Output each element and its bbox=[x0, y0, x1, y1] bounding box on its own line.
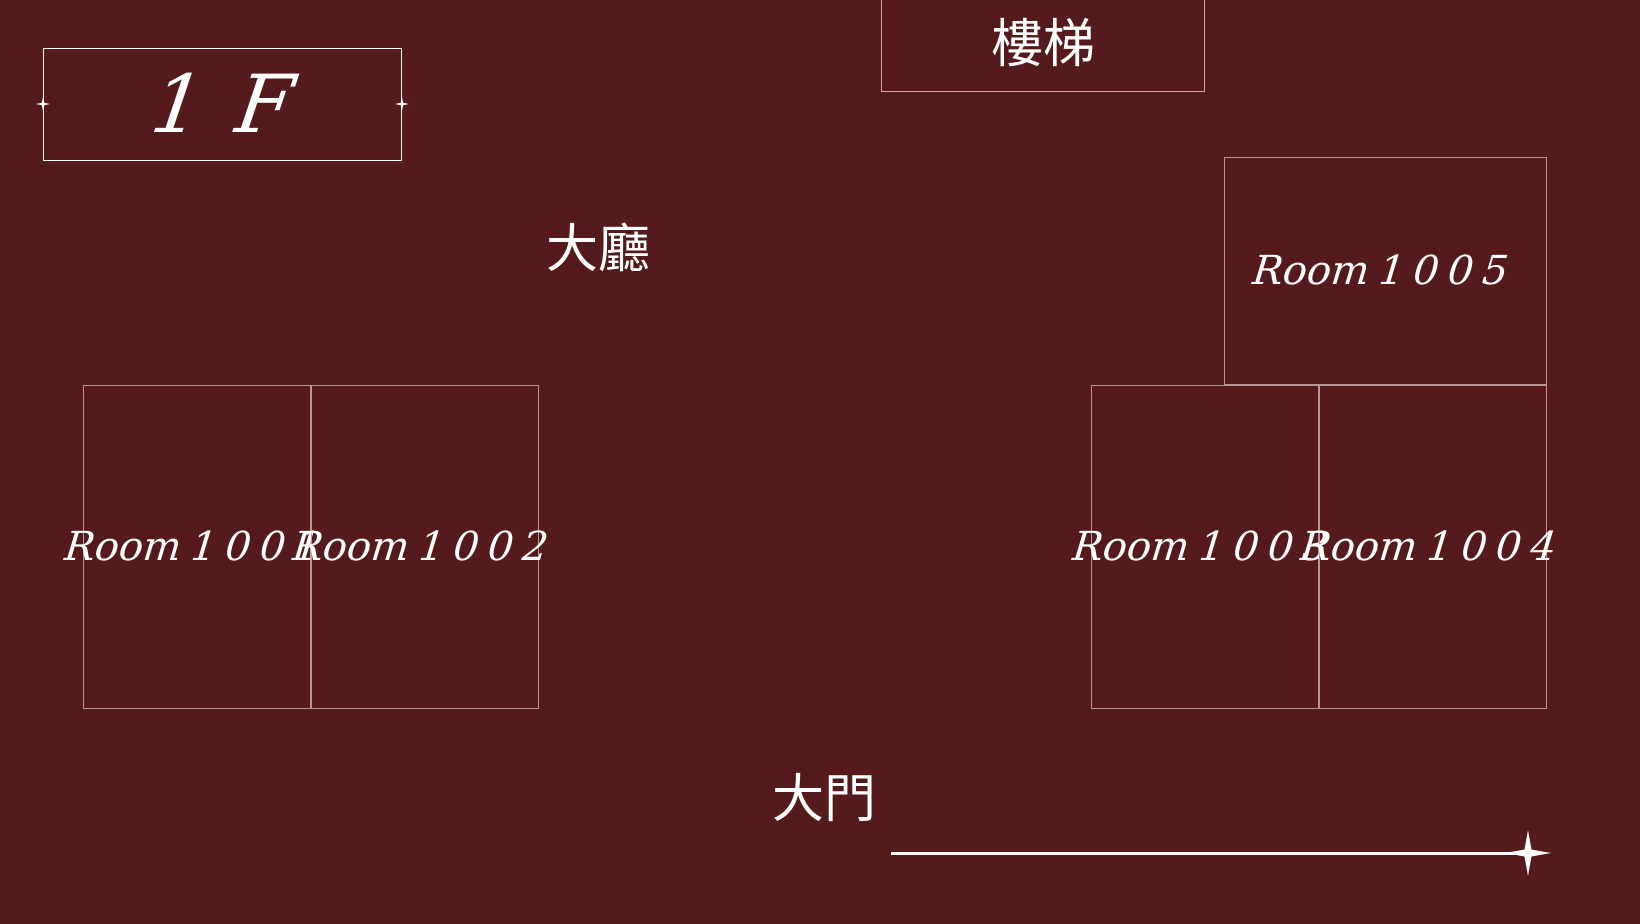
room-number: 1002 bbox=[416, 524, 560, 570]
room-number: 1005 bbox=[1377, 248, 1520, 294]
stairs-area: 樓梯 bbox=[881, 0, 1205, 92]
four-point-star-icon bbox=[1505, 830, 1551, 876]
sparkle-right-icon bbox=[395, 97, 409, 111]
sparkle-left-icon bbox=[36, 97, 50, 111]
room-word: Room bbox=[1298, 524, 1420, 570]
main-door-label: 大門 bbox=[771, 770, 876, 830]
decorative-line bbox=[891, 852, 1531, 855]
room-word: Room bbox=[1070, 524, 1192, 570]
room-word: Room bbox=[290, 524, 412, 570]
stairs-label: 樓梯 bbox=[990, 15, 1095, 75]
lobby-area: 大廳 bbox=[538, 220, 658, 280]
lobby-label: 大廳 bbox=[545, 220, 650, 280]
floor-badge: 1F bbox=[36, 48, 409, 161]
room-word: Room bbox=[1251, 248, 1373, 294]
main-door-area: 大門 bbox=[764, 770, 884, 830]
room-number: 1004 bbox=[1424, 524, 1568, 570]
room-word: Room bbox=[62, 524, 184, 570]
floor-label: 1F bbox=[145, 57, 334, 151]
